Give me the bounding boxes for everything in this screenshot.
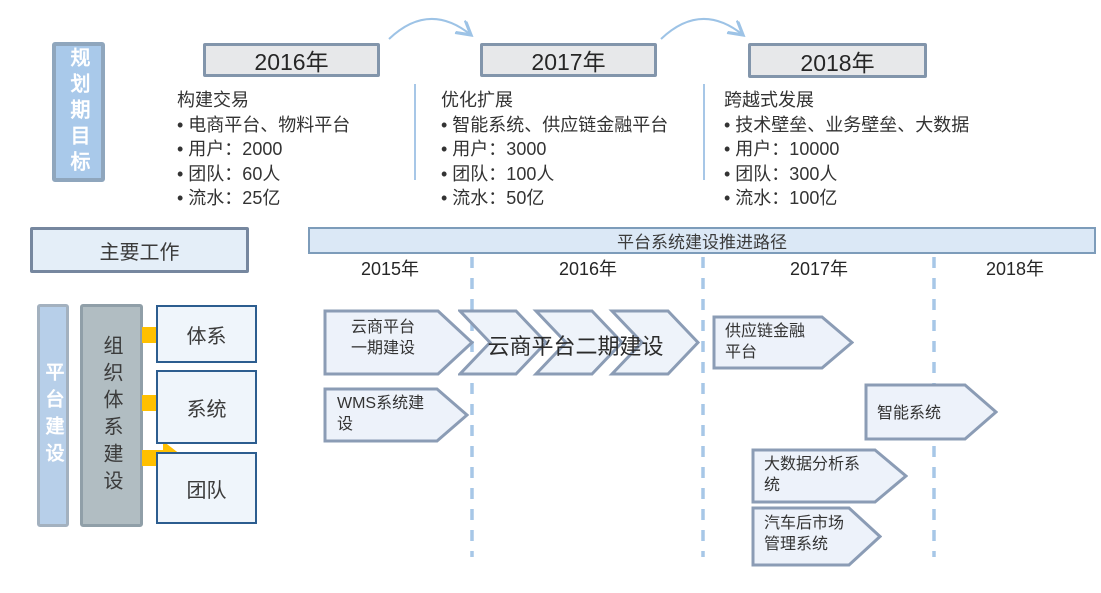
task-shape-big-data-analysis — [751, 448, 908, 504]
goal-2017-bullet: • 用户：3000 — [441, 139, 547, 159]
task-shape-auto-aftermarket — [751, 506, 882, 567]
roadmap-title-text: 平台系统建设推进路径 — [617, 233, 787, 252]
org-system-construction-text: 组织体系建设 — [100, 334, 122, 497]
goal-column-divider-1 — [414, 84, 416, 180]
goal-2017-bullet: • 团队：100人 — [441, 163, 555, 184]
goal-2016-bullet: • 流水：25亿 — [177, 188, 281, 208]
goal-2016-bullet: • 用户：2000 — [177, 139, 283, 159]
goal-2017-bullet: • 流水：50亿 — [441, 188, 545, 208]
item-box-system: 系统 — [156, 370, 257, 444]
roadmap-year-2017: 2017年 — [789, 259, 849, 279]
task-label-auto-aftermarket: 汽车后市场 管理系统 — [764, 515, 845, 553]
roadmap-year-2016: 2016年 — [558, 259, 618, 279]
item-text: 体系 — [186, 325, 227, 348]
roadmap-year-2015: 2015年 — [360, 259, 420, 279]
year-box-2016: 2016年 — [203, 43, 380, 77]
goal-2017-title: 优化扩展 — [441, 90, 513, 110]
curved-arrow-2016-2017-icon — [388, 17, 479, 40]
item-box-system-framework: 体系 — [156, 305, 257, 363]
main-work-title-text: 主要工作 — [99, 241, 180, 264]
main-work-title-box: 主要工作 — [30, 227, 249, 273]
platform-construction-label: 平台建设 — [37, 304, 69, 527]
roadmap-year-2018: 2018年 — [985, 259, 1045, 279]
year-box-2017: 2017年 — [480, 43, 657, 77]
year-box-2018-text: 2018年 — [800, 49, 875, 76]
task-label-wms-system: WMS系统建 设 — [337, 395, 425, 433]
goals-side-label-text: 规划期目标 — [67, 47, 89, 177]
task-label-big-data-analysis: 大数据分析系 统 — [764, 456, 861, 494]
goal-block-2016: 构建交易 • 电商平台、物料平台 • 用户：2000 • 团队：60人 • 流水… — [177, 88, 350, 211]
curved-arrow-2017-2018-icon — [660, 17, 751, 40]
goal-2018-bullet: • 用户：10000 — [724, 139, 840, 159]
task-shape-supply-chain-finance — [712, 315, 854, 370]
goal-2016-title: 构建交易 — [177, 90, 249, 110]
year-box-2018: 2018年 — [748, 43, 927, 78]
year-box-2016-text: 2016年 — [254, 49, 329, 75]
goal-2018-bullet: • 技术壁垒、业务壁垒、大数据 — [724, 114, 970, 135]
year-box-2017-text: 2017年 — [531, 49, 606, 75]
task-label-cloud-platform-phase2: 云商平台二期建设 — [487, 334, 664, 359]
task-shape-smart-system — [864, 383, 998, 441]
goal-block-2017: 优化扩展 • 智能系统、供应链金融平台 • 用户：3000 • 团队：100人 … — [441, 88, 668, 211]
roadmap-title-bar: 平台系统建设推进路径 — [308, 227, 1096, 254]
item-box-team: 团队 — [156, 452, 257, 524]
timeline-dashed-divider — [470, 257, 474, 557]
item-text: 团队 — [186, 479, 227, 502]
goal-2017-bullet: • 智能系统、供应链金融平台 — [441, 114, 669, 135]
task-label-cloud-platform-phase1: 云商平台 一期建设 — [350, 319, 415, 357]
task-shape-cloud-platform-phase2 — [458, 309, 701, 376]
org-system-construction-label: 组织体系建设 — [80, 304, 143, 527]
goal-2018-bullet: • 流水：100亿 — [724, 188, 838, 208]
goal-2016-bullet: • 电商平台、物料平台 — [177, 114, 351, 135]
item-text: 系统 — [186, 398, 227, 421]
goals-side-label: 规划期目标 — [52, 42, 105, 182]
task-shape-cloud-platform-phase1 — [323, 309, 475, 376]
goal-column-divider-2 — [703, 84, 705, 180]
goal-block-2018: 跨越式发展 • 技术壁垒、业务壁垒、大数据 • 用户：10000 • 团队：30… — [724, 88, 969, 211]
timeline-dashed-divider — [701, 257, 705, 557]
goal-2016-bullet: • 团队：60人 — [177, 163, 281, 184]
task-label-supply-chain-finance: 供应链金融 平台 — [725, 323, 806, 361]
task-label-smart-system: 智能系统 — [877, 405, 942, 422]
task-shape-wms-system — [323, 387, 469, 443]
goal-2018-bullet: • 团队：300人 — [724, 163, 838, 184]
goal-2018-title: 跨越式发展 — [724, 90, 814, 110]
platform-construction-text: 平台建设 — [42, 361, 64, 470]
